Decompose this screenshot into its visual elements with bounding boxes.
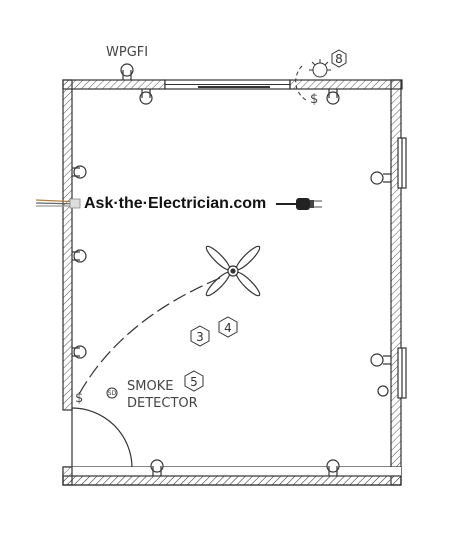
outlet-top-left-icon: [139, 89, 153, 105]
right-windows: [397, 137, 407, 399]
switch-leg-fan: [77, 277, 221, 397]
hex-label-fan-b: 4: [224, 321, 232, 335]
wall-left-stub: [62, 466, 73, 486]
smoke-label-line1: SMOKE: [127, 379, 173, 394]
wall-bottom-inner: [62, 475, 402, 486]
outlet-right-lower-icon: [377, 385, 389, 397]
outlet-left-lower-icon: [72, 345, 87, 359]
door: [71, 407, 133, 468]
smoke-detector-mark: SD: [108, 390, 117, 397]
switch-left-label: $: [75, 391, 83, 406]
door-swing-arc: [71, 407, 133, 468]
smoke-detector-icon: SD: [106, 387, 118, 399]
wall-top-left: [62, 79, 166, 90]
outlet-top-right-icon: [326, 89, 340, 105]
walls: [62, 79, 403, 486]
ceiling-fan-icon: [205, 245, 261, 297]
watermark-banner: Ask·the·Electrician.com: [35, 190, 374, 216]
outlet-left-mid-icon: [72, 249, 87, 263]
hex-marker-outlet: 8: [331, 49, 347, 68]
switch-top-label: $: [310, 92, 318, 107]
hex-marker-fan-b: 4: [218, 316, 238, 338]
hex-marker-fan-a: 3: [190, 325, 210, 347]
hex-marker-smoke: 5: [184, 370, 204, 392]
wall-left: [62, 79, 73, 411]
plug-icon: [276, 198, 322, 210]
exterior-light-icon: [309, 59, 331, 78]
outlets: [72, 63, 391, 476]
outlet-bottom-left-icon: [150, 459, 164, 476]
wpgfi-outlet-icon: [120, 63, 134, 80]
hex-label-fan-a: 3: [196, 330, 204, 344]
wpgfi-label: WPGFI: [106, 45, 148, 60]
outlet-right-mid-icon: [370, 353, 391, 367]
hex-label-smoke: 5: [190, 375, 198, 389]
smoke-label-line2: DETECTOR: [127, 396, 198, 411]
watermark-text: Ask·the·Electrician.com: [84, 195, 266, 212]
wall-top-right: [289, 79, 403, 90]
outlet-bottom-right-icon: [326, 459, 340, 476]
outlet-right-upper-icon: [370, 171, 391, 185]
hex-label-outlet: 8: [335, 52, 343, 66]
wire-ends-icon: [35, 198, 81, 209]
outlet-left-upper-icon: [72, 165, 87, 179]
